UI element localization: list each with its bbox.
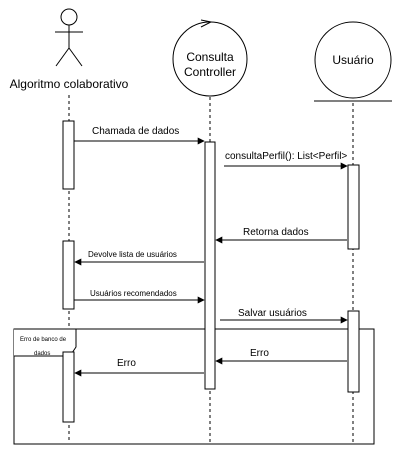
error-fragment [13, 328, 375, 445]
controller-icon [172, 19, 248, 97]
message-label-4: Devolve lista de usuários [88, 250, 177, 259]
message-label-1: Chamada de dados [92, 126, 179, 137]
message-label-3: Retorna dados [243, 227, 309, 238]
entity-activation-2 [347, 310, 360, 393]
actor-label: Algoritmo colaborativo [10, 77, 129, 91]
controller-label-line2: Controller [184, 65, 236, 79]
entity-icon [314, 21, 392, 102]
message-label-8: Erro [117, 358, 136, 369]
fragment-label-box [14, 328, 77, 357]
fragment-label-line1: Erro de banco de [20, 337, 67, 343]
actor-activation-3 [62, 351, 75, 423]
entity-activation-1 [347, 164, 360, 250]
entity-label: Usuário [332, 53, 374, 67]
actor-activation-2 [62, 240, 75, 310]
actor-activation-1 [62, 120, 75, 190]
fragment-label-line2: dados [34, 351, 50, 357]
message-label-7: Erro [250, 348, 269, 359]
message-label-2: consultaPerfil(): List<Perfil> [225, 151, 347, 162]
message-label-5: Usuários recomendados [90, 289, 177, 298]
actor-icon [55, 8, 83, 67]
controller-label-line1: Consulta [186, 50, 234, 64]
controller-activation [204, 141, 216, 390]
message-label-6: Salvar usuários [238, 308, 307, 319]
